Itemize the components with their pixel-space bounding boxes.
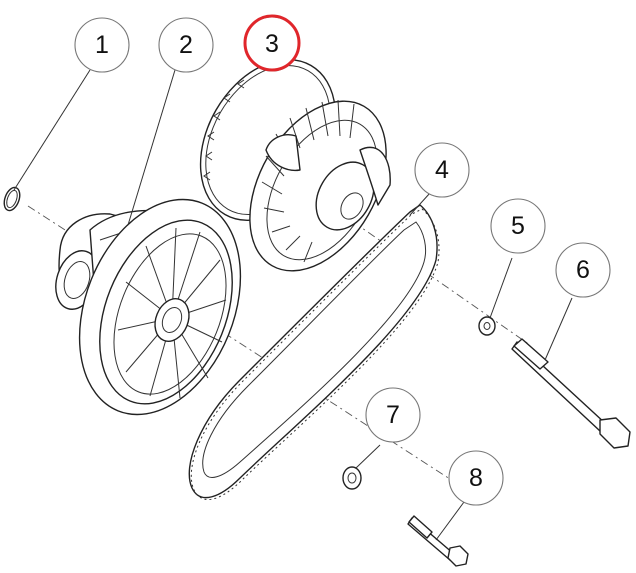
leader-lines [13,69,573,541]
callout-8[interactable]: 8 [448,450,504,506]
part-6-long-bolt[interactable] [511,338,631,449]
callout-label: 7 [386,401,400,429]
callout-label: 1 [95,31,109,59]
callout-5[interactable]: 5 [490,198,546,254]
callout-1[interactable]: 1 [74,17,130,73]
callout-6[interactable]: 6 [555,242,611,298]
callout-4[interactable]: 4 [414,142,470,198]
callout-3[interactable]: 3 [243,14,301,72]
callout-label: 5 [511,212,525,240]
part-2-drive-pulley[interactable] [49,175,271,438]
part-5-washer[interactable] [478,316,496,336]
highlight-ring [243,14,301,72]
part-8-short-bolt[interactable] [407,515,469,567]
callout-label: 4 [435,156,449,184]
callout-7[interactable]: 7 [365,387,421,443]
part-1-oring[interactable] [1,185,22,212]
callout-label: 8 [469,464,483,492]
part-7-washer[interactable] [342,466,362,490]
callout-label: 6 [576,256,590,284]
part-3-clutch-body[interactable] [222,77,414,294]
callout-label: 2 [179,31,193,59]
callout-2[interactable]: 2 [158,17,214,73]
part-4-drive-belt[interactable] [188,204,440,500]
callout-label: 3 [265,30,279,58]
